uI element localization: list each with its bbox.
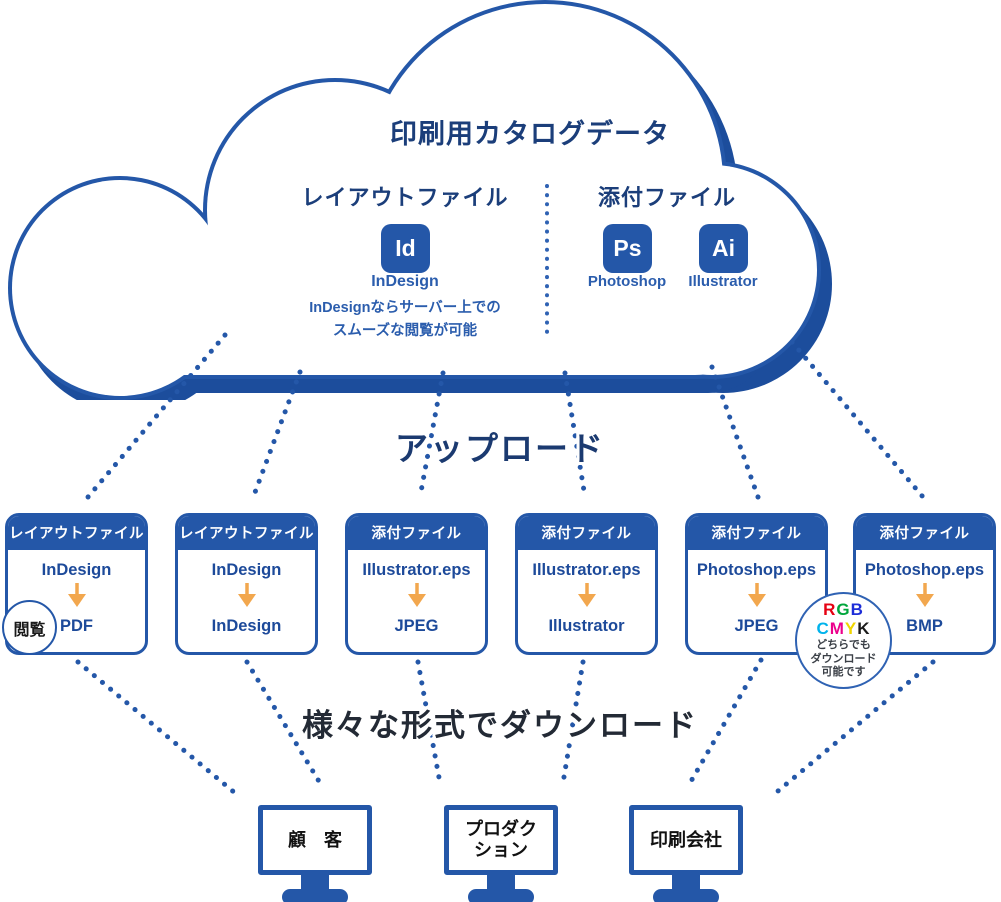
indesign-label: InDesign (371, 273, 439, 290)
card-source: Illustrator.eps (532, 561, 641, 579)
letter-r: R (823, 600, 837, 620)
monitor-label: プロダク (465, 819, 537, 839)
card-target: BMP (906, 617, 943, 635)
monitor-customer: 顧 客 (258, 805, 372, 875)
card-indesign-to-indesign: レイアウトファイル InDesign InDesign (175, 513, 318, 655)
indesign-note-line2: スムーズな閲覧が可能 (332, 323, 478, 339)
card-photoshop-to-bmp: 添付ファイル Photoshop.eps BMP (853, 513, 996, 655)
upload-caption: アップロード (395, 430, 605, 467)
card-source: Photoshop.eps (696, 561, 817, 579)
letter-c: C (816, 619, 830, 639)
photoshop-icon: Ps (603, 224, 652, 273)
view-badge: 閲覧 (2, 600, 57, 655)
photoshop-label: Photoshop (587, 273, 667, 290)
attachment-file-heading: 添付ファイル (597, 185, 736, 210)
card-header: レイアウトファイル (178, 516, 315, 550)
layout-file-heading: レイアウトファイル (301, 185, 509, 210)
monitor-label: 印刷会社 (650, 829, 722, 850)
card-target: JPEG (394, 617, 439, 635)
card-illustrator-to-illustrator: 添付ファイル Illustrator.eps Illustrator (515, 513, 658, 655)
download-caption: 様々な形式でダウンロード (302, 708, 698, 743)
down-arrow-icon (237, 583, 256, 607)
card-indesign-to-pdf: レイアウトファイル InDesign PDF (5, 513, 148, 655)
card-header: 添付ファイル (348, 516, 485, 550)
card-target: JPEG (734, 617, 779, 635)
down-arrow-icon (747, 583, 766, 607)
color-note-line2: ダウンロード (810, 652, 877, 665)
card-target: Illustrator (548, 617, 625, 635)
letter-g: G (836, 600, 851, 620)
monitor-label: 顧 客 (288, 829, 342, 850)
card-target: PDF (60, 617, 93, 635)
card-illustrator-to-jpeg: 添付ファイル Illustrator.eps JPEG (345, 513, 488, 655)
letter-b: B (850, 600, 864, 620)
monitor-base (282, 889, 348, 902)
card-header: 添付ファイル (688, 516, 825, 550)
card-source: Illustrator.eps (362, 561, 471, 579)
cloud-title: 印刷用カタログデータ (390, 119, 670, 149)
card-header: レイアウトファイル (8, 516, 145, 550)
color-note-line3: 可能です (821, 666, 866, 679)
monitor-stand (487, 874, 515, 892)
card-source: Photoshop.eps (864, 561, 985, 579)
monitor-base (468, 889, 534, 902)
down-arrow-icon (577, 583, 596, 607)
letter-m: M (829, 619, 845, 639)
indesign-note: InDesignならサーバー上での スムーズな閲覧が可能 (285, 297, 525, 343)
card-source: InDesign (41, 561, 112, 579)
color-note-line1: どちらでも (816, 639, 871, 652)
card-header: 添付ファイル (518, 516, 655, 550)
letter-k: K (857, 619, 871, 639)
card-header: 添付ファイル (856, 516, 993, 550)
illustrator-label: Illustrator (688, 273, 758, 290)
card-source: InDesign (211, 561, 282, 579)
color-badge-note: どちらでも ダウンロード 可能です (811, 639, 877, 680)
rgb-cmyk-badge: RGB CMYK どちらでも ダウンロード 可能です (795, 592, 892, 689)
monitor-stand (672, 874, 700, 892)
monitor-base (653, 889, 719, 902)
monitor-stand (301, 874, 329, 892)
illustrator-icon: Ai (699, 224, 748, 273)
view-badge-label: 閲覧 (13, 621, 46, 639)
cmyk-letters: CMYK (816, 620, 870, 637)
monitor-production: プロダク ション (444, 805, 558, 875)
down-arrow-icon (67, 583, 86, 607)
rgb-letters: RGB (823, 601, 864, 618)
letter-y: Y (844, 619, 858, 639)
monitor-label: ション (474, 840, 528, 860)
down-arrow-icon (915, 583, 934, 607)
down-arrow-icon (407, 583, 426, 607)
indesign-icon: Id (381, 224, 430, 273)
indesign-note-line1: InDesignならサーバー上での (309, 300, 501, 316)
card-target: InDesign (211, 617, 282, 635)
monitor-printing-company: 印刷会社 (629, 805, 743, 875)
